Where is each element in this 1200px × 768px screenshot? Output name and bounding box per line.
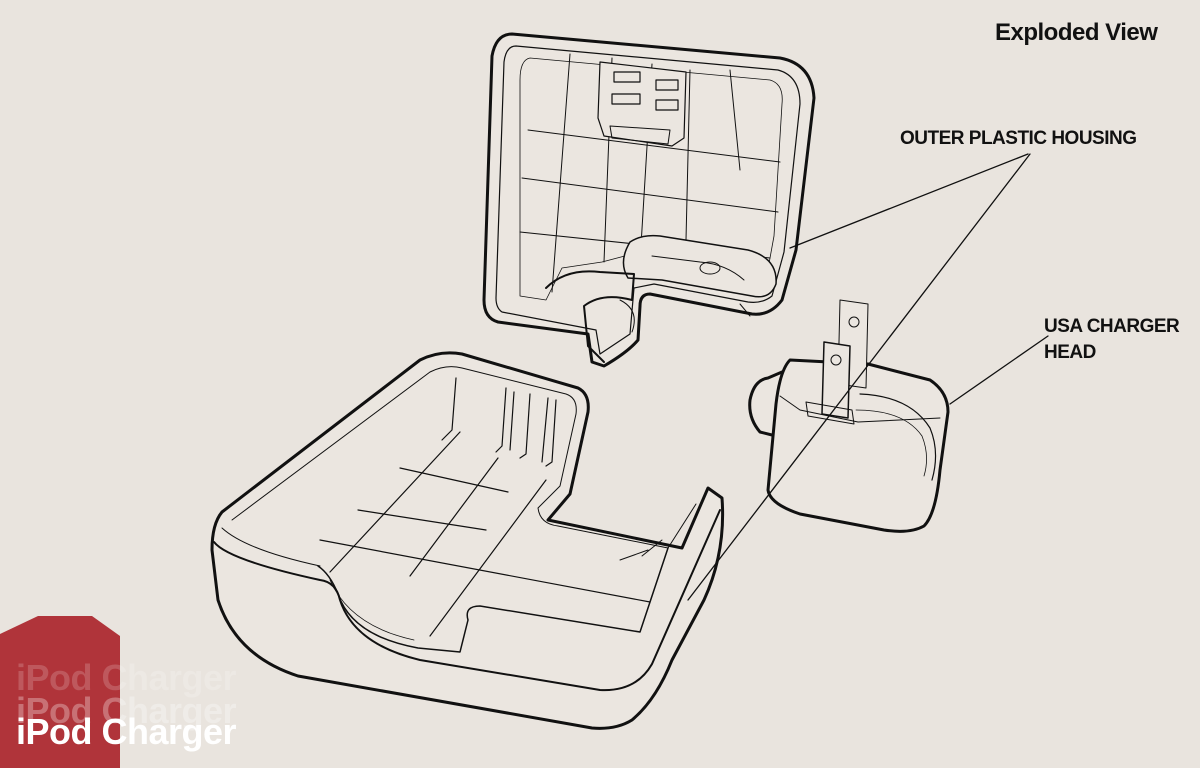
housing-leader-top	[789, 153, 1029, 249]
charger-head-label-line2: HEAD	[1044, 342, 1096, 363]
badge-title: iPod Charger	[16, 711, 237, 752]
charger-head-label: USA CHARGER HEAD	[1044, 314, 1180, 366]
outer-housing-label: OUTER PLASTIC HOUSING	[900, 128, 1137, 149]
usa-charger-head	[748, 299, 950, 533]
badge-title-shadow-1: iPod Charger	[16, 657, 237, 698]
title-badge-shape	[0, 616, 120, 768]
badge-title-shadow-2: iPod Charger	[16, 690, 237, 731]
housing-leader-bottom	[687, 153, 1031, 601]
charger-head-label-line1: USA CHARGER	[1044, 316, 1180, 337]
charger-head-leader	[949, 335, 1049, 405]
bottom-housing-half	[210, 351, 725, 730]
callout-lines	[687, 153, 1049, 601]
top-housing-half	[482, 32, 816, 368]
view-title: Exploded View	[995, 19, 1158, 46]
